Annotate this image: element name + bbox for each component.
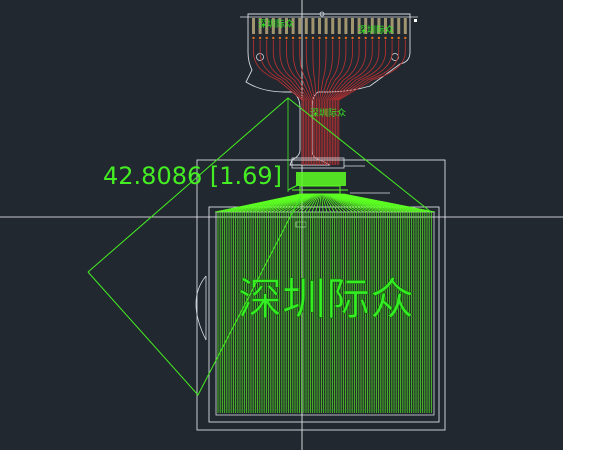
- fpc-neck: [291, 157, 390, 194]
- fpc-traces: [253, 40, 406, 165]
- fpc-label-left: 深圳际众: [258, 19, 294, 30]
- connector-pads: [252, 18, 407, 40]
- fpc-neck-label: 深圳际众: [310, 108, 346, 119]
- ic-bond-area: [292, 172, 348, 195]
- active-area: [217, 212, 432, 413]
- fpc-tail-outline: [245, 13, 411, 166]
- cad-viewport[interactable]: 深圳际众 深圳际众 深圳际众 深圳际众 42.8086 [1.69]: [0, 0, 563, 450]
- module-outline: [195, 159, 446, 431]
- fanout-traces: [214, 193, 436, 213]
- fpc-label-right: 深圳际众: [358, 25, 394, 36]
- dimension-text: 42.8086 [1.69]: [103, 162, 282, 190]
- panel-watermark: 深圳际众: [238, 274, 414, 325]
- dimension-annotation: [87, 97, 432, 396]
